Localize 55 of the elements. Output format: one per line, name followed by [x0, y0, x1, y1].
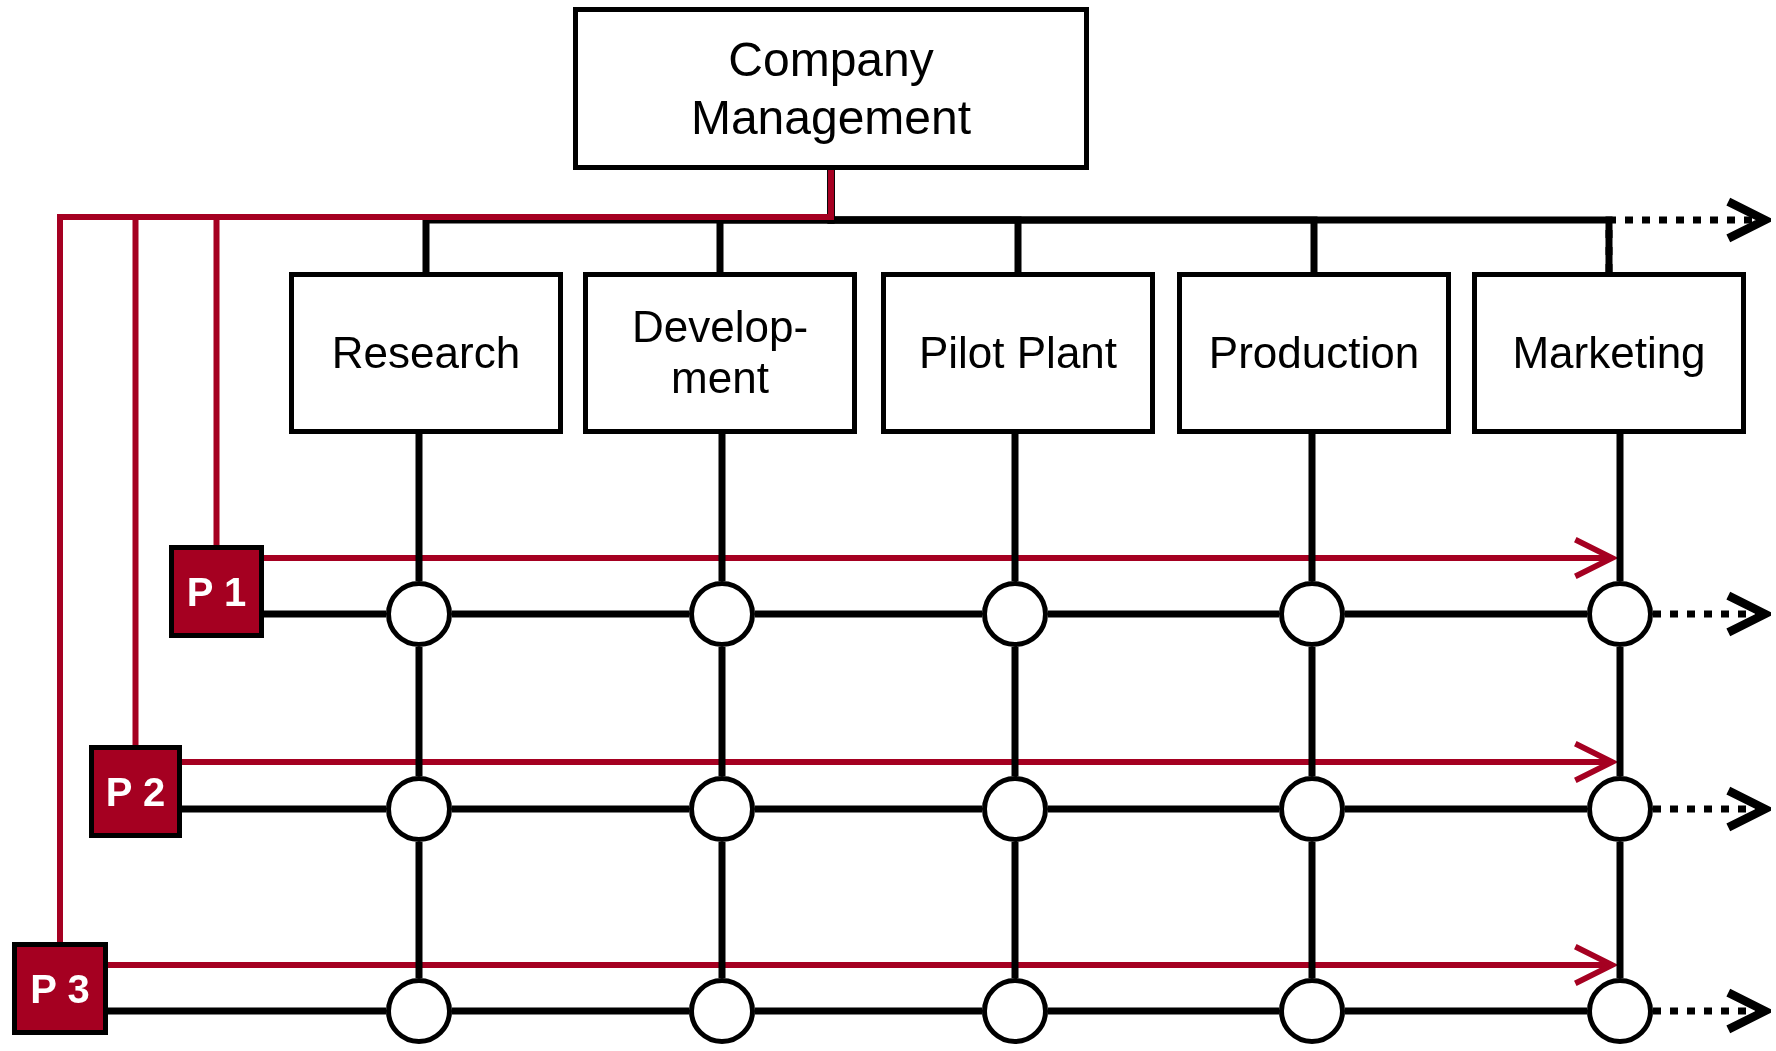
project-box: [12, 942, 108, 1035]
box-label: P 2: [105, 768, 166, 816]
connector-line: [415, 434, 423, 581]
connector-line: [1345, 1007, 1587, 1015]
dotted-arrow: [1653, 988, 1770, 1034]
connector-line: [718, 842, 726, 978]
management-box: [573, 7, 1089, 170]
box-label: Develop- ment: [630, 302, 810, 404]
connector-line: [182, 805, 386, 813]
connector-line: [718, 434, 726, 581]
box-label: P 3: [30, 965, 90, 1013]
box-label: Pilot Plant: [918, 327, 1118, 379]
connector-line: [755, 1007, 982, 1015]
connector-line: [1616, 842, 1624, 978]
department-box: [881, 272, 1155, 434]
connector-line: [452, 1007, 689, 1015]
dotted-arrow: [1653, 591, 1770, 637]
box-label: Company Management: [689, 31, 973, 146]
connector-line: [1011, 647, 1019, 776]
department-box: [583, 272, 857, 434]
connector-line: [415, 842, 423, 978]
connector-line: [755, 610, 982, 618]
dotted-arrow: [1653, 786, 1770, 832]
connector-line: [1308, 647, 1316, 776]
arrow: [264, 536, 1615, 580]
connector-line: [452, 805, 689, 813]
dotted-arrow: [1605, 197, 1770, 272]
arrow: [182, 740, 1615, 784]
connector-line: [452, 610, 689, 618]
connector-line: [1616, 647, 1624, 776]
connector-line: [1308, 842, 1316, 978]
department-box: [1177, 272, 1451, 434]
project-box: [89, 745, 182, 838]
connector-line: [1345, 610, 1587, 618]
connector-line: [718, 647, 726, 776]
project-box: [169, 545, 264, 638]
box-label: Marketing: [1512, 327, 1706, 379]
box-label: Research: [331, 327, 521, 379]
connector-line: [1048, 805, 1279, 813]
connector-line: [1048, 610, 1279, 618]
connector-line: [1308, 434, 1316, 581]
connector-line: [1048, 1007, 1279, 1015]
connector-line: [108, 1007, 386, 1015]
box-label: Production: [1208, 327, 1420, 379]
connector-line: [1616, 434, 1624, 581]
connector-line: [1011, 434, 1019, 581]
connector-line: [264, 610, 386, 618]
arrow: [108, 943, 1615, 987]
department-box: [1472, 272, 1746, 434]
connector-line: [1345, 805, 1587, 813]
connector-line: [1011, 842, 1019, 978]
department-box: [289, 272, 563, 434]
connector-line: [755, 805, 982, 813]
connector-line: [415, 647, 423, 776]
box-label: P 1: [186, 568, 247, 616]
